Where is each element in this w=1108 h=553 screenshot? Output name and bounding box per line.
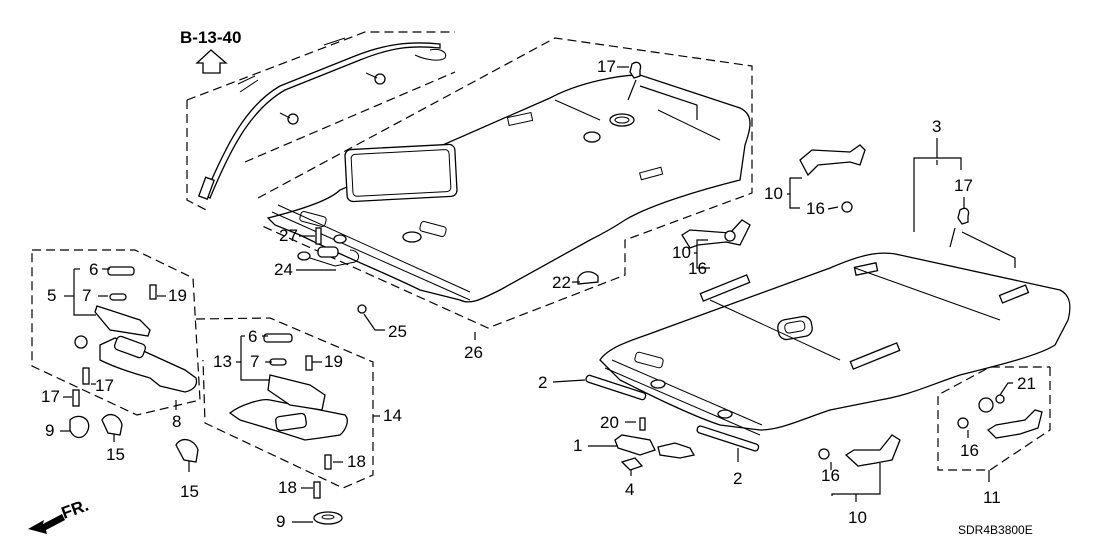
- callout-16a[interactable]: 16: [806, 199, 825, 218]
- callout-17a[interactable]: 17: [95, 376, 114, 395]
- callout-19b[interactable]: 19: [324, 352, 343, 371]
- callout-3[interactable]: 3: [932, 117, 941, 136]
- callout-4[interactable]: 4: [625, 480, 634, 499]
- callout-15a[interactable]: 15: [106, 445, 125, 464]
- screw-17c-icon: [324, 454, 332, 470]
- callout-26[interactable]: 27: [279, 226, 298, 245]
- holder-15a-icon: [101, 413, 123, 436]
- grab-handle-10b: [681, 219, 751, 249]
- callout-16b[interactable]: 16: [688, 259, 707, 278]
- callout-2b[interactable]: 2: [733, 469, 742, 488]
- callout-9a[interactable]: 9: [45, 421, 54, 440]
- screw-17a-icon: [82, 367, 90, 385]
- clip-18-front: [629, 61, 642, 79]
- callout-10a[interactable]: 10: [764, 184, 783, 203]
- screw-17d-icon: [313, 481, 321, 499]
- callout-10b[interactable]: 10: [672, 243, 691, 262]
- screw-20-icon: [639, 417, 646, 431]
- bolt-16a-icon: [841, 201, 853, 213]
- callout-22[interactable]: 24: [274, 260, 293, 279]
- callout-6a[interactable]: 6: [89, 260, 98, 279]
- curtain-airbag-group: [186, 31, 456, 213]
- callout-7a[interactable]: 7: [82, 286, 91, 305]
- callout-21[interactable]: 21: [1017, 374, 1036, 393]
- bulb-4-icon: [620, 457, 644, 471]
- front-direction-arrow-icon: [28, 514, 65, 534]
- callout-16d[interactable]: 16: [960, 441, 979, 460]
- front-direction-label: FR.: [59, 496, 91, 523]
- callout-14[interactable]: 14: [383, 406, 402, 425]
- map-light-1: [614, 434, 656, 456]
- callout-25[interactable]: 25: [388, 322, 407, 341]
- callout-17c[interactable]: 18: [347, 452, 366, 471]
- callout-2a[interactable]: 2: [538, 373, 547, 392]
- bolt-icon: [287, 113, 299, 125]
- callout-5[interactable]: 5: [47, 286, 56, 305]
- callout-20[interactable]: 20: [600, 413, 619, 432]
- callout-11[interactable]: 11: [983, 488, 1001, 507]
- callout-27[interactable]: 26: [464, 343, 483, 362]
- clip-18-rear: [957, 207, 970, 225]
- callout-8[interactable]: 8: [172, 412, 181, 431]
- grab-handle-10c: [844, 434, 901, 467]
- callout-17b[interactable]: 17: [41, 387, 60, 406]
- callout-7b[interactable]: 7: [250, 352, 259, 371]
- callout-6b[interactable]: 6: [248, 327, 257, 346]
- sunroof-headliner-group: [257, 37, 753, 329]
- callout-18b[interactable]: 17: [954, 176, 973, 195]
- rear-headliner: [599, 252, 1071, 436]
- bolt-16b-icon: [724, 230, 736, 242]
- wire-harness-22: [297, 246, 360, 267]
- reference-label[interactable]: B-13-40: [180, 28, 241, 47]
- callout-9b[interactable]: 9: [276, 512, 285, 531]
- callout-24[interactable]: 22: [552, 273, 571, 292]
- screw-17b-icon: [72, 389, 80, 407]
- cap-9a-icon: [69, 415, 90, 439]
- sunvisor-right-group: [195, 317, 374, 489]
- diagram-code: SDR4B3800E: [958, 523, 1033, 537]
- trim-2b: [696, 425, 760, 452]
- clip-24-icon: [577, 271, 599, 285]
- grab-handle-10a: [799, 144, 866, 177]
- callout-19a[interactable]: 19: [168, 286, 187, 305]
- cap-25-icon: [357, 304, 367, 314]
- callout-17d[interactable]: 18: [278, 478, 297, 497]
- screw-26-icon: [315, 227, 322, 245]
- trim-2a: [585, 374, 647, 401]
- callout-18a[interactable]: 17: [597, 57, 616, 76]
- callout-10c[interactable]: 10: [848, 508, 867, 527]
- grab-handle-11-group: [937, 366, 1051, 471]
- sunvisor-left-group: [31, 249, 201, 416]
- callout-13[interactable]: 13: [213, 352, 232, 371]
- callout-1[interactable]: 1: [573, 436, 582, 455]
- cap-9b-icon: [313, 511, 343, 525]
- reference-arrow-icon: [195, 49, 228, 74]
- callout-16c[interactable]: 16: [821, 466, 840, 485]
- bolt-16c-icon: [818, 448, 830, 460]
- bolt-icon: [374, 73, 386, 85]
- holder-15b-icon: [175, 438, 199, 463]
- callout-15b[interactable]: 15: [180, 482, 199, 501]
